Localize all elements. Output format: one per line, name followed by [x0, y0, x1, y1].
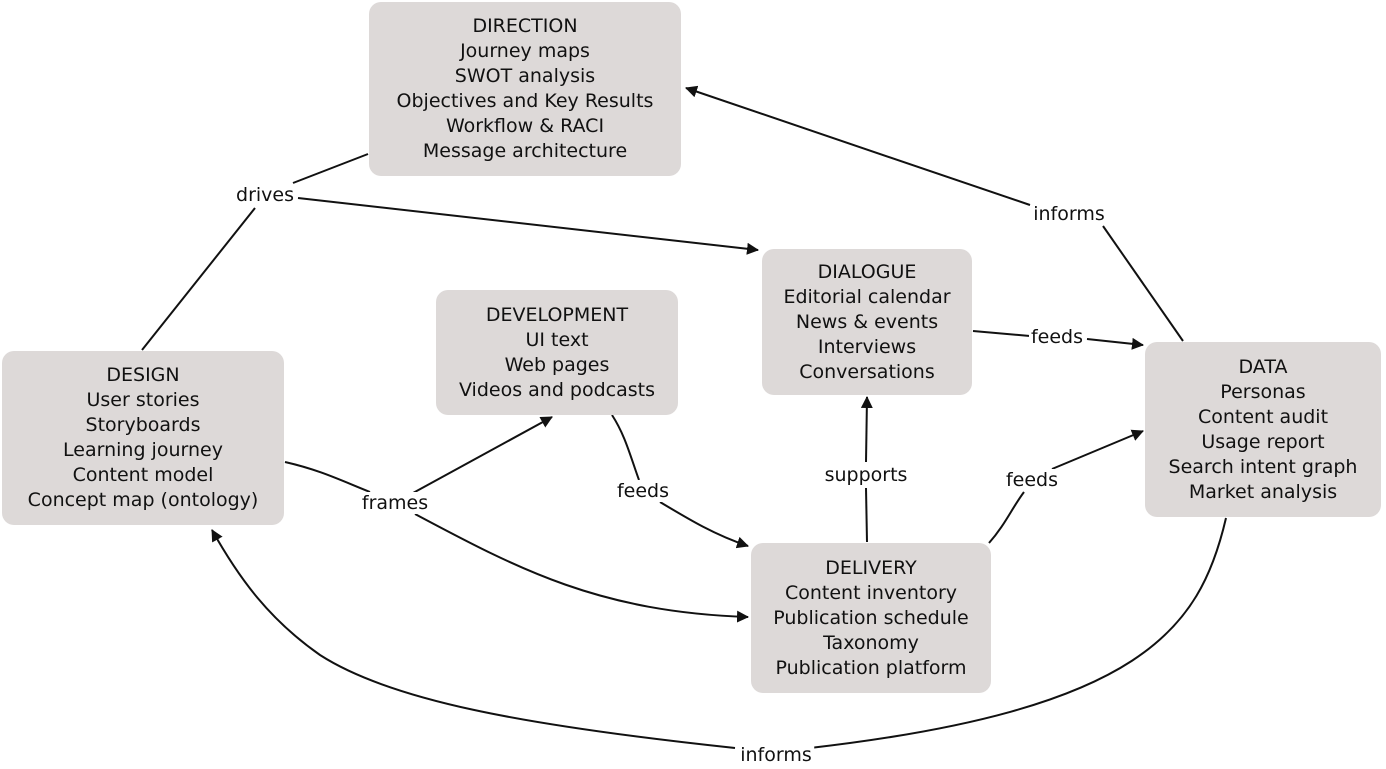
node-item: UI text: [525, 328, 589, 351]
node-item: Personas: [1220, 380, 1306, 403]
node-item: Storyboards: [85, 414, 201, 436]
edge-frames-to-development: [412, 416, 553, 494]
edge-frames-to-delivery: [414, 513, 749, 623]
node-title: DATA: [1238, 355, 1288, 378]
node-item: Usage report: [1201, 430, 1325, 453]
edge-feeds-to-delivery: [659, 501, 749, 549]
node-item: Workflow & RACI: [445, 115, 605, 137]
edge-label-frames: frames: [359, 492, 431, 514]
node-item: Conversations: [799, 360, 935, 383]
node-item: Interviews: [817, 335, 917, 358]
node-item: Search intent graph: [1168, 455, 1358, 478]
node-item: Videos and podcasts: [458, 378, 656, 401]
edge-label-supports: supports: [822, 464, 910, 486]
edge-informs2-from-data: [809, 517, 1227, 749]
edge-label-informs: informs: [738, 744, 814, 766]
edge-supports-to-dialogue: [860, 396, 873, 463]
edge-feeds3-from-delivery: [988, 491, 1025, 544]
node-item: Editorial calendar: [783, 285, 951, 308]
node-item: User stories: [86, 389, 200, 411]
node-item: Market analysis: [1188, 480, 1338, 503]
node-item: Journey maps: [460, 40, 590, 62]
node-dialogue: DIALOGUE Editorial calendar News & event…: [762, 249, 972, 395]
node-item: Web pages: [504, 353, 610, 376]
node-title: DIALOGUE: [817, 260, 917, 283]
node-title: DELIVERY: [825, 556, 917, 579]
node-delivery: DELIVERY Content inventory Publication s…: [751, 543, 991, 693]
node-item: Taxonomy: [823, 631, 919, 654]
node-direction: DIRECTION Journey maps SWOT analysis Obj…: [369, 2, 681, 176]
edge-informs2-to-design: [211, 529, 736, 749]
node-item: Content model: [72, 464, 214, 486]
node-data: DATA Personas Content audit Usage report…: [1145, 342, 1381, 517]
node-item: Concept map (ontology): [27, 489, 259, 511]
node-item: Content inventory: [784, 581, 958, 604]
edge-supports-from-delivery: [865, 487, 868, 543]
edge-informs-to-direction: [685, 85, 1031, 206]
node-title: DIRECTION: [472, 15, 578, 37]
node-development: DEVELOPMENT UI text Web pages Videos and…: [436, 290, 678, 415]
edge-frames-from-design: [284, 461, 371, 493]
node-title: DEVELOPMENT: [485, 303, 629, 326]
edge-label-feeds: feeds: [1028, 326, 1086, 348]
edge-drives-from-direction: [292, 153, 369, 184]
node-item: Learning journey: [63, 439, 223, 461]
edge-feeds-from-dialogue: [972, 330, 1031, 337]
node-item: Message architecture: [422, 140, 628, 162]
node-item: News & events: [795, 310, 939, 333]
edge-label-drives: drives: [234, 184, 296, 206]
edge-feeds-to-data: [1086, 337, 1144, 350]
node-item: Publication schedule: [773, 606, 969, 629]
edge-label-informs: informs: [1031, 203, 1107, 225]
edge-label-feeds: feeds: [1003, 469, 1061, 491]
edge-label-feeds: feeds: [614, 480, 672, 502]
node-design: DESIGN User stories Storyboards Learning…: [2, 351, 284, 525]
edge-drives-to-dialogue: [297, 197, 759, 255]
node-title: DESIGN: [106, 364, 180, 386]
node-item: SWOT analysis: [454, 65, 596, 87]
edge-drives-from-design: [141, 207, 256, 351]
edge-feeds3-to-data: [1051, 429, 1144, 470]
node-item: Objectives and Key Results: [396, 90, 654, 112]
edge-informs-from-data: [1102, 225, 1184, 342]
node-item: Publication platform: [775, 656, 967, 679]
edge-feeds-from-development: [611, 414, 640, 481]
node-item: Content audit: [1197, 405, 1329, 428]
